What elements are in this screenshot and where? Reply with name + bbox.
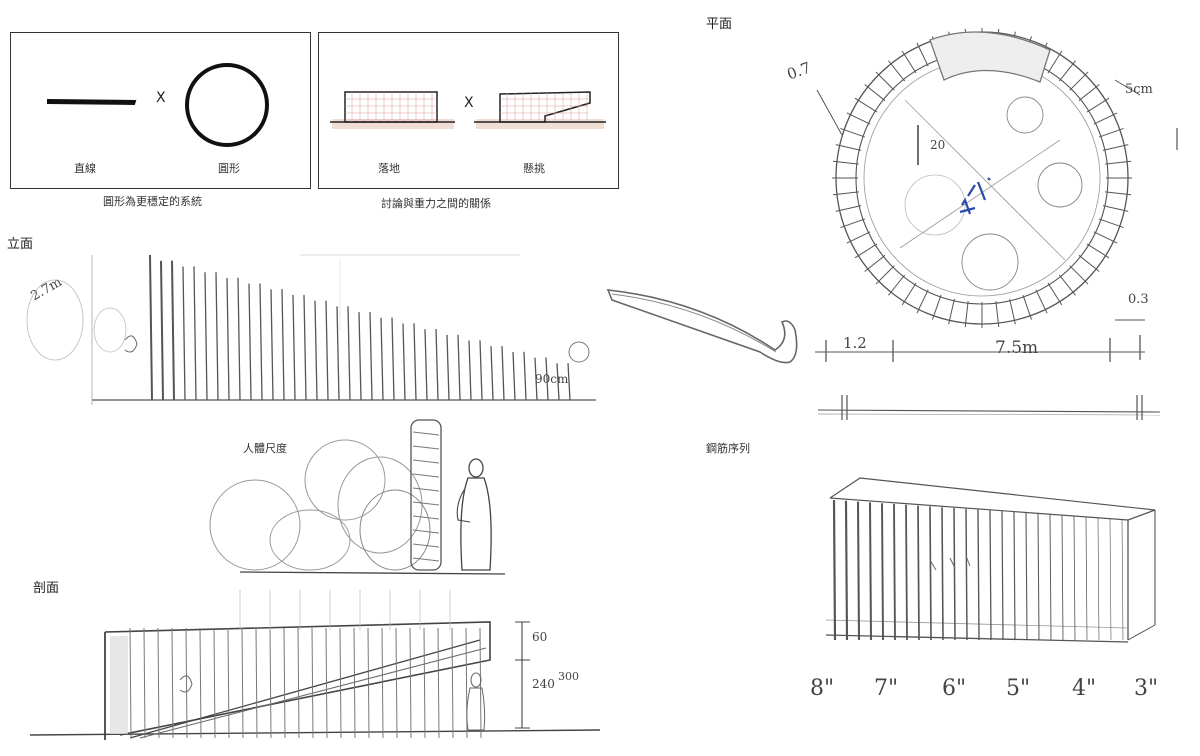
human-scale-drawing bbox=[209, 419, 506, 575]
concept-mult-1: X bbox=[156, 90, 166, 106]
concept-grounded-block bbox=[330, 91, 455, 129]
section-drawing bbox=[29, 590, 601, 740]
concept-label-circle: 圓形 bbox=[218, 162, 240, 175]
rebar-size-4: 4" bbox=[1072, 676, 1097, 701]
rebar-size-8: 8" bbox=[810, 676, 835, 701]
concept-line-glyph bbox=[47, 98, 137, 106]
rebar-sequence-drawing bbox=[825, 477, 1156, 643]
elev-note-right: 90cm bbox=[535, 372, 569, 386]
plan-note-right: 5cm bbox=[1125, 82, 1153, 97]
concept-caption-1: 圓形為更穩定的系統 bbox=[103, 195, 202, 208]
plan-note-inner: 20 bbox=[930, 138, 946, 152]
plan-drawing bbox=[815, 28, 1178, 420]
rebar-size-7: 7" bbox=[874, 676, 899, 701]
title-human-scale: 人體尺度 bbox=[243, 442, 287, 455]
rebar-size-5: 5" bbox=[1006, 676, 1031, 701]
concept-label-cantilever: 懸挑 bbox=[523, 162, 545, 175]
title-section: 剖面 bbox=[33, 581, 60, 596]
rebar-size-list: 8" 7" 6" 5" 4" 3" bbox=[810, 676, 1170, 706]
concept-label-line: 直線 bbox=[74, 162, 96, 175]
section-note-mid: 240 bbox=[532, 677, 555, 691]
section-note-right: 300 bbox=[558, 670, 579, 683]
title-rebar-sequence: 鋼筋序列 bbox=[706, 442, 750, 455]
rebar-size-6: 6" bbox=[942, 676, 967, 701]
plan-dim-main: 7.5m bbox=[995, 338, 1039, 358]
title-plan: 平面 bbox=[706, 17, 733, 32]
concept-box-line-circle bbox=[10, 32, 311, 189]
concept-cantilever-block bbox=[474, 91, 606, 129]
connector-stroke bbox=[606, 289, 798, 364]
rebar-size-3: 3" bbox=[1134, 676, 1159, 701]
concept-caption-2: 討論與重力之間的關係 bbox=[381, 197, 491, 210]
concept-mult-2: X bbox=[464, 95, 474, 111]
plan-blue-note bbox=[959, 177, 991, 215]
section-note-top: 60 bbox=[532, 630, 548, 644]
plan-dim-left: 1.2 bbox=[843, 334, 867, 352]
concept-circle-glyph bbox=[185, 63, 269, 147]
title-elevation: 立面 bbox=[7, 237, 34, 252]
plan-note-bottom-right: 0.3 bbox=[1128, 292, 1149, 307]
elevation-drawing bbox=[26, 254, 596, 405]
concept-label-grounded: 落地 bbox=[378, 162, 400, 175]
